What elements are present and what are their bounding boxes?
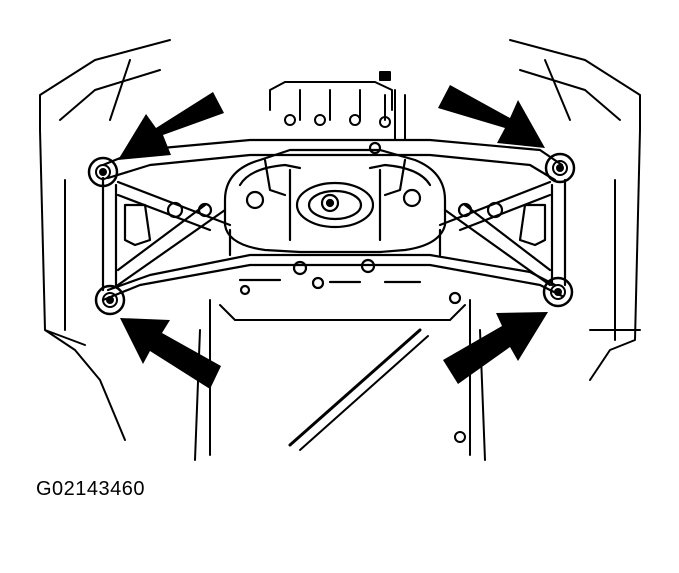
lower-right-mount-bolt bbox=[542, 276, 574, 308]
body-panel-left bbox=[39, 39, 171, 441]
upper-bracket bbox=[269, 71, 406, 141]
lower-left-mount-bolt bbox=[94, 284, 126, 316]
center-transmission-mount bbox=[223, 148, 447, 257]
body-panel-right bbox=[509, 39, 641, 381]
arrow-lower-right bbox=[443, 312, 548, 384]
transmission-pan bbox=[194, 299, 486, 461]
crossmember bbox=[101, 138, 567, 305]
upper-right-mount-bolt bbox=[544, 152, 576, 184]
arrow-upper-left bbox=[118, 92, 224, 160]
upper-left-mount-bolt bbox=[87, 156, 119, 188]
arrow-lower-left bbox=[120, 318, 221, 389]
figure-id-label: G02143460 bbox=[36, 478, 146, 500]
arrow-upper-right bbox=[438, 85, 545, 148]
